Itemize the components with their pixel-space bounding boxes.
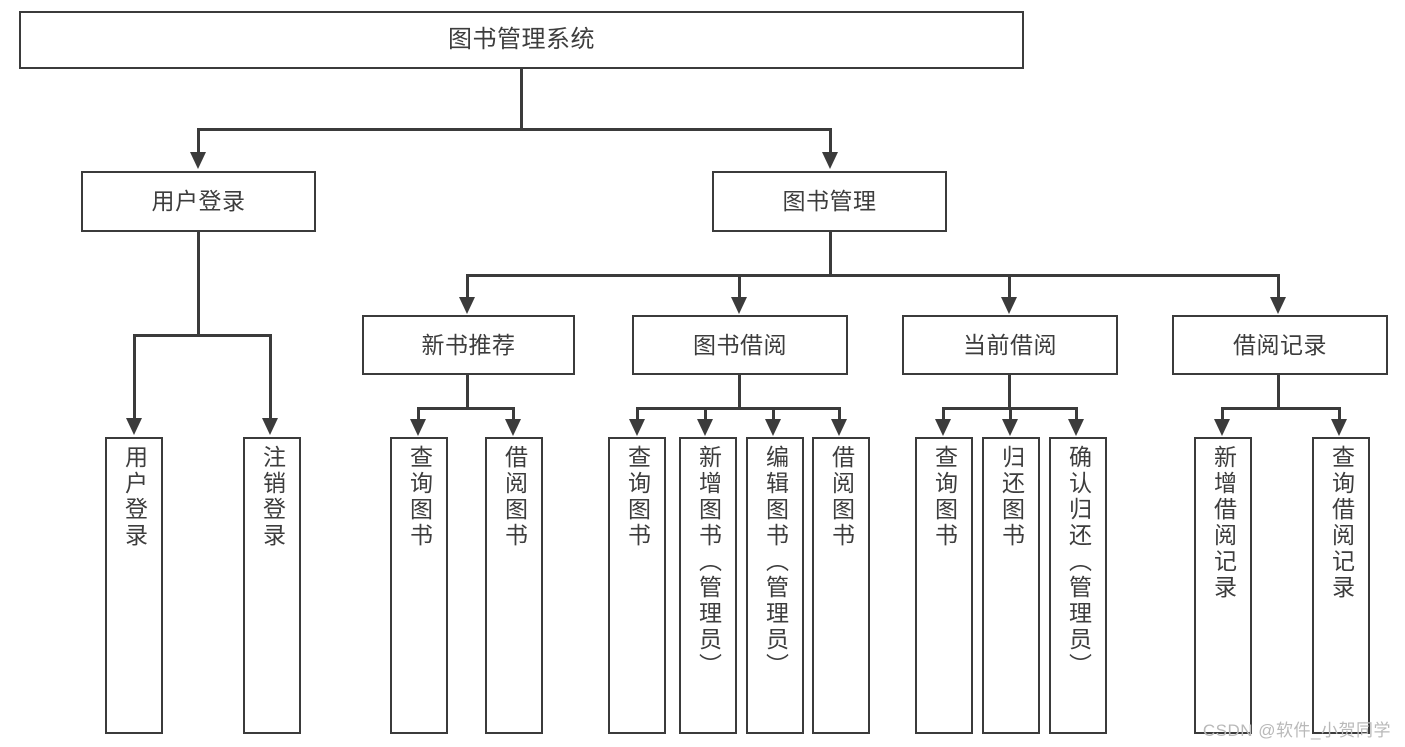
- node-label: 用户登录: [121, 445, 148, 549]
- node-label: 查询图书: [931, 445, 958, 549]
- arrowhead-new-book: [459, 297, 475, 314]
- node-label: 借阅图书: [501, 445, 528, 549]
- node-label: 借阅记录: [1233, 331, 1327, 358]
- leaf-new-book-borrow-book[interactable]: 借阅图书: [485, 437, 543, 734]
- connector-drop-leaf-book-borrow-2: [704, 407, 707, 421]
- connector-drop-leaf-borrow-record-2: [1338, 407, 1341, 421]
- node-label: 用户登录: [151, 188, 246, 215]
- connector-root-stem: [520, 69, 523, 130]
- arrowhead-current-borrow: [1001, 297, 1017, 314]
- connector-book-mgmt-stem: [829, 232, 832, 276]
- leaf-borrow-record-query-record[interactable]: 查询借阅记录: [1312, 437, 1370, 734]
- node-label: 查询图书: [406, 445, 433, 549]
- connector-user-login-stem: [197, 232, 200, 336]
- node-user-login[interactable]: 用户登录: [81, 171, 316, 232]
- connector-current-borrow-stem: [1008, 375, 1011, 409]
- leaf-borrow-record-add-record[interactable]: 新增借阅记录: [1194, 437, 1252, 734]
- node-label: 编辑图书（管理员）: [762, 445, 789, 679]
- connector-drop-leaf-borrow-record-1: [1221, 407, 1224, 421]
- leaf-user-login-logout[interactable]: 注销登录: [243, 437, 301, 734]
- watermark-text: CSDN @软件_小贺同学: [1202, 721, 1391, 740]
- connector-drop-leaf-user-login-2: [269, 334, 272, 420]
- node-label: 新增图书（管理员）: [695, 445, 722, 679]
- arrowhead-leaf-user-login-1: [126, 418, 142, 435]
- arrowhead-user-login: [190, 152, 206, 169]
- node-label: 图书借阅: [693, 331, 787, 358]
- arrowhead-leaf-user-login-2: [262, 418, 278, 435]
- leaf-book-borrow-query-book[interactable]: 查询图书: [608, 437, 666, 734]
- connector-borrow-record-stem: [1277, 375, 1280, 409]
- connector-drop-new-book: [466, 274, 469, 300]
- connector-user-login-bus: [133, 334, 270, 337]
- leaf-book-borrow-edit-book[interactable]: 编辑图书（管理员）: [746, 437, 804, 734]
- connector-level2-bus: [466, 274, 1280, 277]
- arrowhead-leaf-borrow-record-2: [1331, 419, 1347, 436]
- connector-new-book-stem: [466, 375, 469, 409]
- node-label: 注销登录: [259, 445, 286, 549]
- node-borrow-record[interactable]: 借阅记录: [1172, 315, 1388, 375]
- connector-drop-leaf-new-book-2: [512, 407, 515, 421]
- connector-level1-bus: [197, 128, 832, 131]
- leaf-current-borrow-query-book[interactable]: 查询图书: [915, 437, 973, 734]
- connector-book-borrow-stem: [738, 375, 741, 409]
- connector-drop-leaf-current-borrow-1: [942, 407, 945, 421]
- connector-drop-borrow-record: [1277, 274, 1280, 300]
- connector-drop-leaf-user-login-1: [133, 334, 136, 420]
- connector-drop-current-borrow: [1008, 274, 1011, 300]
- node-label: 图书管理: [782, 188, 877, 215]
- arrowhead-leaf-book-borrow-2: [697, 419, 713, 436]
- node-label: 图书管理系统: [448, 26, 595, 54]
- arrowhead-borrow-record: [1270, 297, 1286, 314]
- leaf-new-book-query-book[interactable]: 查询图书: [390, 437, 448, 734]
- node-label: 查询借阅记录: [1328, 445, 1355, 601]
- connector-drop-leaf-current-borrow-3: [1075, 407, 1078, 421]
- arrowhead-leaf-new-book-2: [505, 419, 521, 436]
- node-label: 确认归还（管理员）: [1065, 445, 1092, 679]
- connector-drop-leaf-current-borrow-2: [1009, 407, 1012, 421]
- arrowhead-leaf-current-borrow-1: [935, 419, 951, 436]
- arrowhead-leaf-current-borrow-3: [1068, 419, 1084, 436]
- leaf-current-borrow-confirm-return[interactable]: 确认归还（管理员）: [1049, 437, 1107, 734]
- node-current-borrow[interactable]: 当前借阅: [902, 315, 1118, 375]
- leaf-book-borrow-borrow-book[interactable]: 借阅图书: [812, 437, 870, 734]
- node-label: 借阅图书: [828, 445, 855, 549]
- connector-drop-book-mgmt: [829, 128, 832, 154]
- node-root-system[interactable]: 图书管理系统: [19, 11, 1024, 69]
- connector-borrow-record-bus: [1221, 407, 1340, 410]
- arrowhead-leaf-new-book-1: [410, 419, 426, 436]
- node-new-book-recommend[interactable]: 新书推荐: [362, 315, 575, 375]
- node-book-borrow[interactable]: 图书借阅: [632, 315, 848, 375]
- connector-drop-leaf-book-borrow-3: [772, 407, 775, 421]
- connector-drop-leaf-new-book-1: [417, 407, 420, 421]
- leaf-current-borrow-return-book[interactable]: 归还图书: [982, 437, 1040, 734]
- node-label: 查询图书: [624, 445, 651, 549]
- node-label: 新增借阅记录: [1210, 445, 1237, 601]
- leaf-book-borrow-add-book[interactable]: 新增图书（管理员）: [679, 437, 737, 734]
- connector-new-book-bus: [417, 407, 515, 410]
- node-label: 归还图书: [998, 445, 1025, 549]
- arrowhead-leaf-book-borrow-3: [765, 419, 781, 436]
- node-book-management[interactable]: 图书管理: [712, 171, 947, 232]
- arrowhead-book-borrow: [731, 297, 747, 314]
- node-label: 当前借阅: [963, 331, 1057, 358]
- leaf-user-login-user-login[interactable]: 用户登录: [105, 437, 163, 734]
- connector-drop-user-login: [197, 128, 200, 154]
- arrowhead-leaf-current-borrow-2: [1002, 419, 1018, 436]
- arrowhead-leaf-book-borrow-1: [629, 419, 645, 436]
- arrowhead-leaf-book-borrow-4: [831, 419, 847, 436]
- connector-book-borrow-bus: [636, 407, 840, 410]
- connector-drop-book-borrow: [738, 274, 741, 300]
- arrowhead-book-mgmt: [822, 152, 838, 169]
- node-label: 新书推荐: [421, 331, 516, 358]
- arrowhead-leaf-borrow-record-1: [1214, 419, 1230, 436]
- connector-drop-leaf-book-borrow-1: [636, 407, 639, 421]
- connector-drop-leaf-book-borrow-4: [838, 407, 841, 421]
